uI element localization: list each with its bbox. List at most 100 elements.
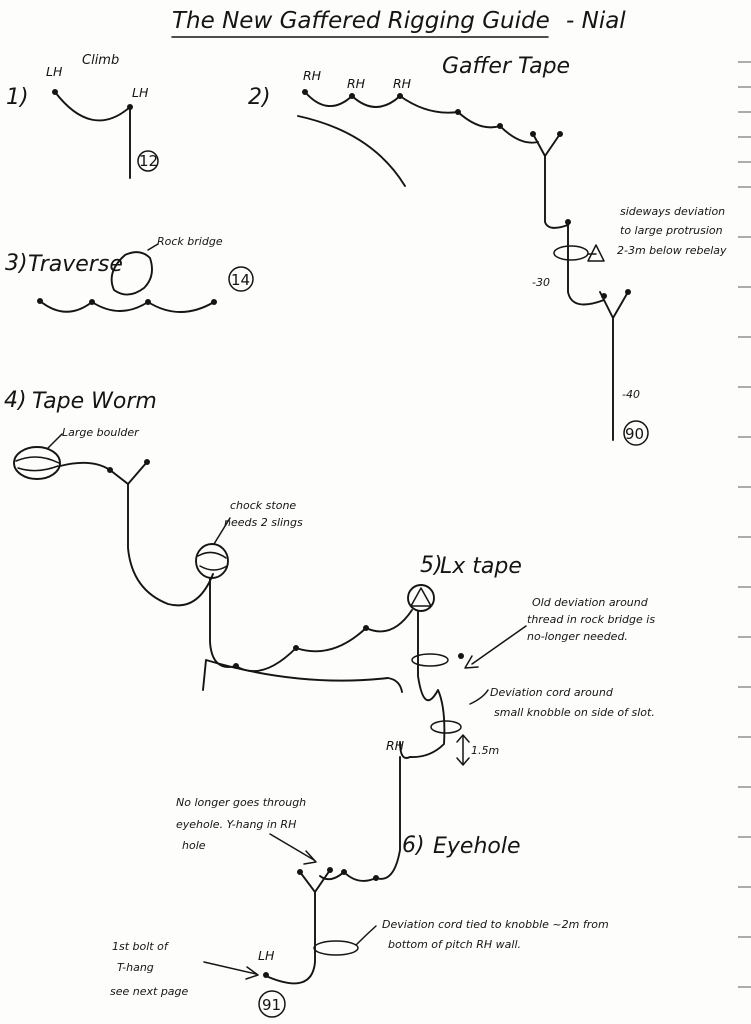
section-tape-worm: 4) Tape Worm Large boulder chock stone n… — [4, 388, 413, 693]
eyehole-note1-arrowhead — [303, 850, 317, 865]
gaffer-note-line-1: sideways deviation — [620, 205, 725, 218]
climb-anchor-1 — [52, 89, 58, 95]
gaffer-lower-anchor-left — [601, 293, 607, 299]
author: - Nial — [566, 8, 626, 34]
gaffer-depth-40: -40 — [622, 388, 640, 401]
traverse-pitch-length: 14 — [231, 271, 250, 289]
tape-worm-rope-upper — [59, 461, 214, 607]
section-6-number: 6) — [402, 833, 425, 858]
climb-rope — [54, 91, 131, 179]
eyehole-y-hang — [265, 869, 331, 985]
eyehole-note1-line-3: hole — [182, 839, 206, 852]
traverse-anchor-1 — [37, 298, 43, 304]
lx-tape-measure: 1.5m — [471, 744, 499, 757]
section-lx-tape: 5) Lx tape Old deviation around thread i… — [386, 553, 655, 766]
eyehole-note3-arrowhead — [245, 966, 259, 980]
page-margin-ticks — [738, 61, 751, 988]
eyehole-note1-arrow — [269, 833, 315, 861]
eyehole-note1-line-1: No longer goes through — [176, 796, 306, 809]
eyehole-note3-arrow — [203, 961, 257, 975]
tape-worm-boulder — [13, 446, 61, 480]
eyehole-note1-line-2: eyehole. Y-hang in RH — [176, 818, 296, 831]
tape-worm-chockstone-label-1: chock stone — [230, 499, 296, 512]
section-5-number: 5) — [420, 553, 443, 578]
tape-worm-anchor-2 — [144, 459, 150, 465]
gaffer-anchor-1 — [302, 89, 308, 95]
lx-tape-note1-line-3: no-longer needed. — [527, 630, 628, 643]
section-eyehole: 6) Eyehole Deviation cord tied to knobbl… — [110, 756, 609, 1018]
traverse-rock-bridge-label: Rock bridge — [157, 235, 223, 248]
eyehole-rope-upper — [319, 756, 401, 882]
eyehole-y-anchor-left — [297, 869, 303, 875]
lx-tape-note2-line-1: Deviation cord around — [490, 686, 614, 699]
tape-worm-boulder-sling — [15, 456, 60, 472]
eyehole-first-bolt — [263, 972, 269, 978]
gaffer-note-line-2: to large protrusion — [620, 224, 723, 237]
climb-pitch-length: 12 — [139, 152, 158, 170]
section-gaffer-tape: 2) RH RH RH Gaffer Tape -30 -40 90 sidew… — [248, 54, 727, 446]
lx-tape-new-deviation-arrow — [469, 689, 489, 705]
gaffer-lower-anchor-right — [625, 289, 631, 295]
gaffer-depth-30: -30 — [532, 276, 550, 289]
gaffer-rock-wall — [297, 115, 406, 187]
lx-tape-measure-arrowhead-up — [456, 734, 470, 743]
climb-anchor-2 — [127, 104, 133, 110]
lx-tape-old-deviation-arrowhead — [464, 655, 479, 669]
lx-tape-note2-line-2: small knobble on side of slot. — [494, 706, 655, 719]
gaffer-anchor-3 — [397, 93, 403, 99]
tape-worm-chockstone-label-2: needs 2 slings — [224, 516, 303, 529]
traverse-rock-bridge-pointer — [147, 243, 159, 251]
eyehole-title: Eyehole — [433, 834, 521, 859]
gaffer-y-anchor-left — [530, 131, 536, 137]
climb-label-lh-2: LH — [132, 85, 149, 100]
gaffer-traverse-rope — [304, 91, 539, 144]
gaffer-pitch-length: 90 — [625, 425, 644, 443]
lx-tape-note1-line-1: Old deviation around — [532, 596, 649, 609]
lx-tape-rope — [399, 611, 446, 759]
eyehole-note2-line-2: bottom of pitch RH wall. — [388, 938, 521, 951]
tape-worm-chockstone — [195, 543, 229, 579]
climb-label-lh-1: LH — [46, 64, 63, 79]
gaffer-protrusion — [587, 244, 605, 262]
climb-title: Climb — [82, 53, 119, 68]
gaffer-title: Gaffer Tape — [442, 54, 570, 79]
tape-worm-anchor-1 — [107, 467, 113, 473]
tape-worm-anchor-4 — [293, 645, 299, 651]
tape-worm-chockstone-slings — [197, 551, 228, 571]
lx-tape-label-rh: RH — [386, 738, 405, 753]
lx-tape-new-deviation — [430, 720, 462, 734]
gaffer-label-rh-2: RH — [347, 76, 366, 91]
tape-worm-chockstone-pointer — [213, 517, 231, 545]
eyehole-note3-line-3: see next page — [110, 985, 189, 998]
gaffer-label-rh-3: RH — [393, 76, 412, 91]
section-1-number: 1) — [6, 85, 29, 110]
lx-tape-measure-arrowhead-down — [456, 757, 470, 766]
eyehole-anchor-1 — [373, 875, 379, 881]
traverse-anchor-2 — [89, 299, 95, 305]
section-4-number: 4) — [4, 388, 27, 413]
tape-worm-title: Tape Worm — [32, 389, 157, 414]
tape-worm-rock-ledge — [202, 659, 403, 693]
gaffer-y-anchor-right — [557, 131, 563, 137]
gaffer-note-line-3: 2-3m below rebelay — [617, 244, 727, 257]
gaffer-pitch-circle — [623, 420, 649, 446]
eyehole-deviation-pointer — [355, 925, 377, 946]
tape-worm-boulder-label: Large boulder — [62, 426, 140, 439]
gaffer-descent-rope — [567, 221, 605, 306]
eyehole-note2-line-1: Deviation cord tied to knobble ~2m from — [382, 918, 609, 931]
lx-tape-rock-bridge — [407, 584, 435, 612]
lx-tape-note1-line-2: thread in rock bridge is — [527, 613, 655, 626]
section-traverse: 3) Traverse Rock bridge 14 — [5, 235, 254, 313]
eyehole-note3-line-2: T-hang — [117, 961, 154, 974]
lx-tape-old-deviation — [411, 653, 449, 667]
lx-tape-rock-bridge-thread — [410, 587, 432, 607]
tape-worm-boulder-pointer — [47, 433, 63, 449]
page-title: The New Gaffered Rigging Guide — [172, 8, 550, 34]
gaffer-anchor-4 — [455, 109, 461, 115]
section-climb: 1) LH Climb LH 12 — [6, 53, 159, 179]
eyehole-pitch-length: 91 — [262, 996, 281, 1014]
traverse-rope — [39, 300, 215, 313]
traverse-pitch-circle — [228, 266, 254, 292]
